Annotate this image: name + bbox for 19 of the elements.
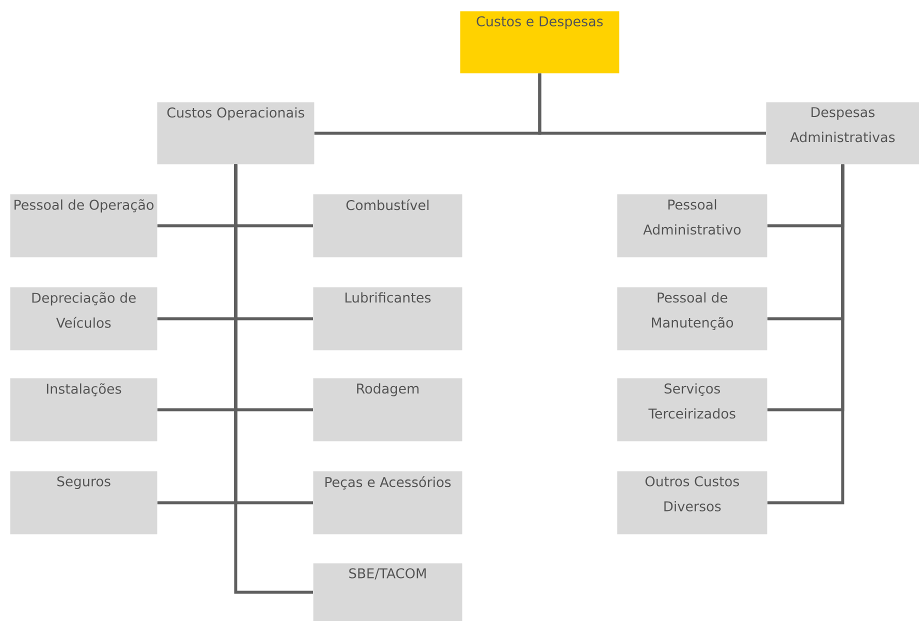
category-box: Instalações bbox=[10, 378, 158, 442]
category-box: SBE/TACOM bbox=[313, 563, 462, 621]
connector-line bbox=[234, 164, 313, 594]
category-box: Peças e Acessórios bbox=[313, 471, 462, 534]
category-box: Pessoal de Manutenção bbox=[617, 287, 768, 350]
category-box: Outros Custos Diversos bbox=[617, 471, 768, 534]
category-box: Depreciação de Veículos bbox=[10, 287, 158, 350]
category-box: Lubrificantes bbox=[313, 287, 462, 350]
category-box: Combustível bbox=[313, 194, 462, 258]
category-box: Pessoal Administrativo bbox=[617, 194, 768, 258]
category-box: Pessoal de Operação bbox=[10, 194, 158, 258]
category-box: Custos Operacionais bbox=[157, 102, 314, 164]
connector-line bbox=[767, 164, 844, 504]
category-box: Serviços Terceirizados bbox=[617, 378, 768, 442]
category-box: Rodagem bbox=[313, 378, 462, 442]
connector-line bbox=[538, 73, 766, 135]
category-box: Seguros bbox=[10, 471, 158, 534]
category-box: Despesas Administrativas bbox=[766, 102, 919, 164]
category-box: Custos e Despesas bbox=[460, 11, 620, 74]
